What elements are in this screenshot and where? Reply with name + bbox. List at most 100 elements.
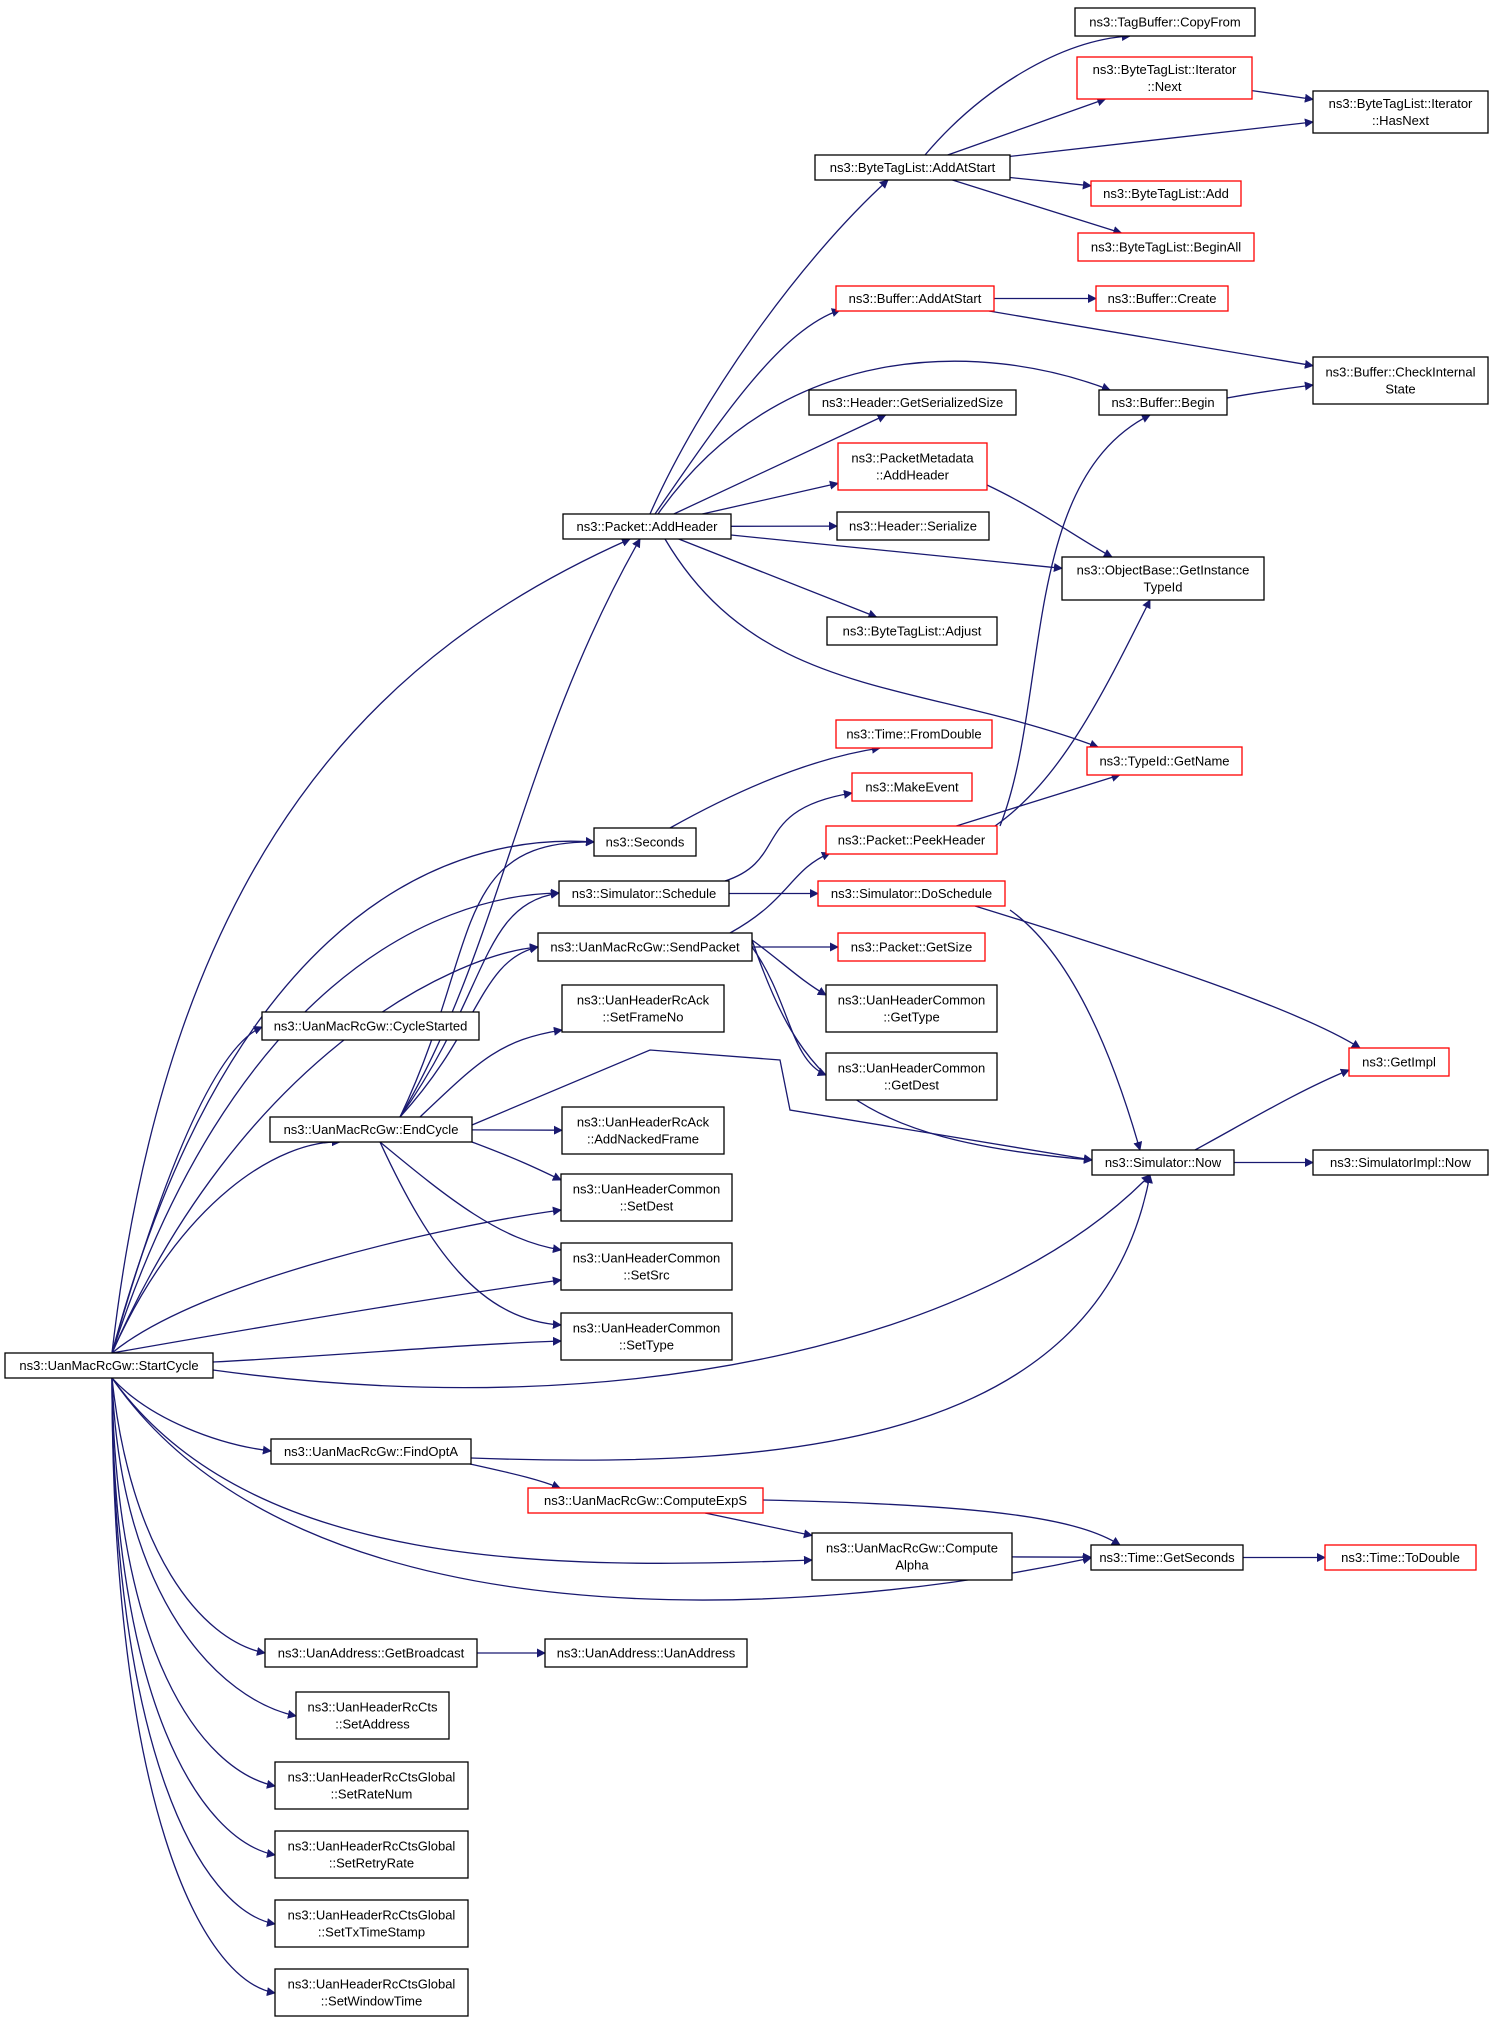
function-node-computeexps[interactable]: ns3::UanMacRcGw::ComputeExpS [527,1487,764,1514]
function-node-time-todouble[interactable]: ns3::Time::ToDouble [1324,1544,1477,1571]
call-edge-packet-addheader-to-bytetaglist-addatstart [649,179,889,515]
function-node-bytetaglist-iterator-hasnext[interactable]: ns3::ByteTagList::Iterator::HasNext [1312,90,1489,134]
node-box [837,442,988,491]
function-node-time-getseconds[interactable]: ns3::Time::GetSeconds [1090,1544,1244,1571]
function-node-uanaddress-getbroadcast[interactable]: ns3::UanAddress::GetBroadcast [264,1638,478,1668]
node-label: ns3::UanHeaderCommon [573,1251,720,1266]
call-edge-startcycle-to-headercommon-setsrc [111,1276,562,1354]
node-label: ns3::Simulator::Now [1105,1155,1222,1170]
function-node-ctsglobal-setretryrate[interactable]: ns3::UanHeaderRcCtsGlobal::SetRetryRate [274,1830,469,1879]
node-label: ns3::Packet::AddHeader [577,519,719,534]
node-box [1090,180,1242,207]
function-node-packet-peekheader[interactable]: ns3::Packet::PeekHeader [825,825,998,855]
node-box [808,389,1017,416]
function-node-headercommon-setdest[interactable]: ns3::UanHeaderCommon::SetDest [560,1173,733,1222]
function-node-headercommon-setsrc[interactable]: ns3::UanHeaderCommon::SetSrc [560,1242,733,1291]
node-box [274,1968,469,2017]
call-edge-startcycle-to-ctsglobal-settxtimestamp [111,1377,276,1927]
call-edge-sendpacket-to-headercommon-gettype [751,939,827,996]
function-node-bytetaglist-iterator-next[interactable]: ns3::ByteTagList::Iterator::Next [1076,56,1253,100]
function-node-packetmetadata-addheader[interactable]: ns3::PacketMetadata::AddHeader [837,442,988,491]
function-node-header-serialize[interactable]: ns3::Header::Serialize [836,511,990,541]
node-label: ns3::UanHeaderRcCtsGlobal [288,1770,456,1785]
call-edge-startcycle-to-computealpha [111,1377,813,1565]
function-node-header-getserializedsize[interactable]: ns3::Header::GetSerializedSize [808,389,1017,416]
function-node-headercommon-getdest[interactable]: ns3::UanHeaderCommon::GetDest [825,1052,998,1101]
function-node-packet-getsize[interactable]: ns3::Packet::GetSize [837,932,986,962]
node-label: ::AddHeader [876,468,950,483]
function-node-simulator-doschedule[interactable]: ns3::Simulator::DoSchedule [817,880,1006,907]
node-label: ns3::UanHeaderRcCts [307,1700,438,1715]
function-node-sendpacket[interactable]: ns3::UanMacRcGw::SendPacket [537,932,753,962]
function-node-time-fromdouble[interactable]: ns3::Time::FromDouble [835,719,993,749]
call-edge-simulator-doschedule-to-simulator-now [1009,909,1143,1151]
function-node-uanaddress-uanaddress[interactable]: ns3::UanAddress::UanAddress [544,1638,748,1668]
node-label: ::SetWindowTime [321,1994,422,2009]
node-box [270,1438,472,1465]
call-edge-seconds-to-time-fromdouble [669,744,881,829]
function-node-cyclestarted[interactable]: ns3::UanMacRcGw::CycleStarted [261,1011,480,1041]
function-node-ctsglobal-setwindowtime[interactable]: ns3::UanHeaderRcCtsGlobal::SetWindowTime [274,1968,469,2017]
node-box [851,772,973,802]
function-node-packet-addheader[interactable]: ns3::Packet::AddHeader [562,513,732,540]
node-box [560,1242,733,1291]
function-node-startcycle[interactable]: ns3::UanMacRcGw::StartCycle [4,1352,214,1379]
function-node-simulator-schedule[interactable]: ns3::Simulator::Schedule [558,880,730,907]
call-edge-startcycle-to-ctsglobal-setretryrate [111,1377,276,1858]
node-box [1348,1047,1450,1077]
node-label: ns3::UanHeaderCommon [573,1321,720,1336]
function-node-bytetaglist-addatstart[interactable]: ns3::ByteTagList::AddAtStart [814,154,1011,181]
function-node-getimpl[interactable]: ns3::GetImpl [1348,1047,1450,1077]
node-label: ::SetAddress [335,1717,410,1732]
function-node-headerrcack-addnackedframe[interactable]: ns3::UanHeaderRcAck::AddNackedFrame [561,1106,725,1155]
node-label: ns3::Header::GetSerializedSize [822,395,1003,410]
node-label: ns3::ByteTagList::Iterator [1093,62,1237,77]
function-node-simulator-now[interactable]: ns3::Simulator::Now [1091,1149,1235,1176]
call-edge-packet-peekheader-to-buffer-begin [999,414,1151,827]
function-node-ctsglobal-setratenum[interactable]: ns3::UanHeaderRcCtsGlobal::SetRateNum [274,1761,469,1810]
call-edge-endcycle-to-headercommon-setdest [471,1141,562,1181]
function-node-seconds[interactable]: ns3::Seconds [593,827,697,857]
function-node-headercommon-gettype[interactable]: ns3::UanHeaderCommon::GetType [825,984,998,1033]
function-node-bytetaglist-beginall[interactable]: ns3::ByteTagList::BeginAll [1077,232,1255,262]
function-node-buffer-addatstart[interactable]: ns3::Buffer::AddAtStart [835,285,995,312]
function-node-headerrccts-setaddress[interactable]: ns3::UanHeaderRcCts::SetAddress [295,1691,450,1740]
node-label: ns3::MakeEvent [865,780,959,795]
node-label: ns3::UanHeaderRcAck [577,1115,710,1130]
function-node-tagbuffer-copyfrom[interactable]: ns3::TagBuffer::CopyFrom [1074,7,1256,37]
function-node-buffer-begin[interactable]: ns3::Buffer::Begin [1098,389,1228,416]
node-label: ::AddNackedFrame [587,1132,699,1147]
node-label: ns3::PacketMetadata [851,451,974,466]
node-box [814,154,1011,181]
function-node-typeid-getname[interactable]: ns3::TypeId::GetName [1086,746,1243,776]
call-edge-startcycle-to-simulator-now [212,1174,1151,1389]
node-label: ::HasNext [1372,113,1429,128]
node-label: ns3::UanMacRcGw::EndCycle [284,1122,459,1137]
node-label: ::SetFrameNo [603,1010,684,1025]
function-node-endcycle[interactable]: ns3::UanMacRcGw::EndCycle [269,1116,473,1143]
call-edge-endcycle-to-simulator-schedule [399,889,560,1118]
function-node-headercommon-settype[interactable]: ns3::UanHeaderCommon::SetType [560,1312,733,1361]
node-box [837,932,986,962]
function-node-headerrcack-setframeno[interactable]: ns3::UanHeaderRcAck::SetFrameNo [561,984,725,1033]
call-edge-endcycle-to-seconds [399,837,595,1118]
function-node-bytetaglist-adjust[interactable]: ns3::ByteTagList::Adjust [826,616,998,646]
function-node-bytetaglist-add[interactable]: ns3::ByteTagList::Add [1090,180,1242,207]
call-edge-bytetaglist-addatstart-to-bytetaglist-iterator-hasnext [1009,118,1314,158]
call-edge-endcycle-to-simulator-now [471,1049,1093,1164]
node-label: ns3::Time::GetSeconds [1099,1550,1235,1565]
function-node-makeevent[interactable]: ns3::MakeEvent [851,772,973,802]
call-edge-endcycle-to-headerrcack-setframeno [419,1026,563,1118]
call-edge-startcycle-to-cyclestarted [111,1026,263,1354]
function-node-ctsglobal-settxtimestamp[interactable]: ns3::UanHeaderRcCtsGlobal::SetTxTimeStam… [274,1899,469,1948]
node-box [1312,356,1489,405]
call-edge-findopta-to-computeexps [469,1463,561,1490]
call-edge-packet-addheader-to-buffer-addatstart [654,308,841,515]
function-node-findopta[interactable]: ns3::UanMacRcGw::FindOptA [270,1438,472,1465]
function-node-buffer-create[interactable]: ns3::Buffer::Create [1095,285,1229,312]
function-node-simulatorimpl-now[interactable]: ns3::SimulatorImpl::Now [1312,1149,1489,1176]
call-edge-bytetaglist-addatstart-to-bytetaglist-beginall [952,179,1123,235]
